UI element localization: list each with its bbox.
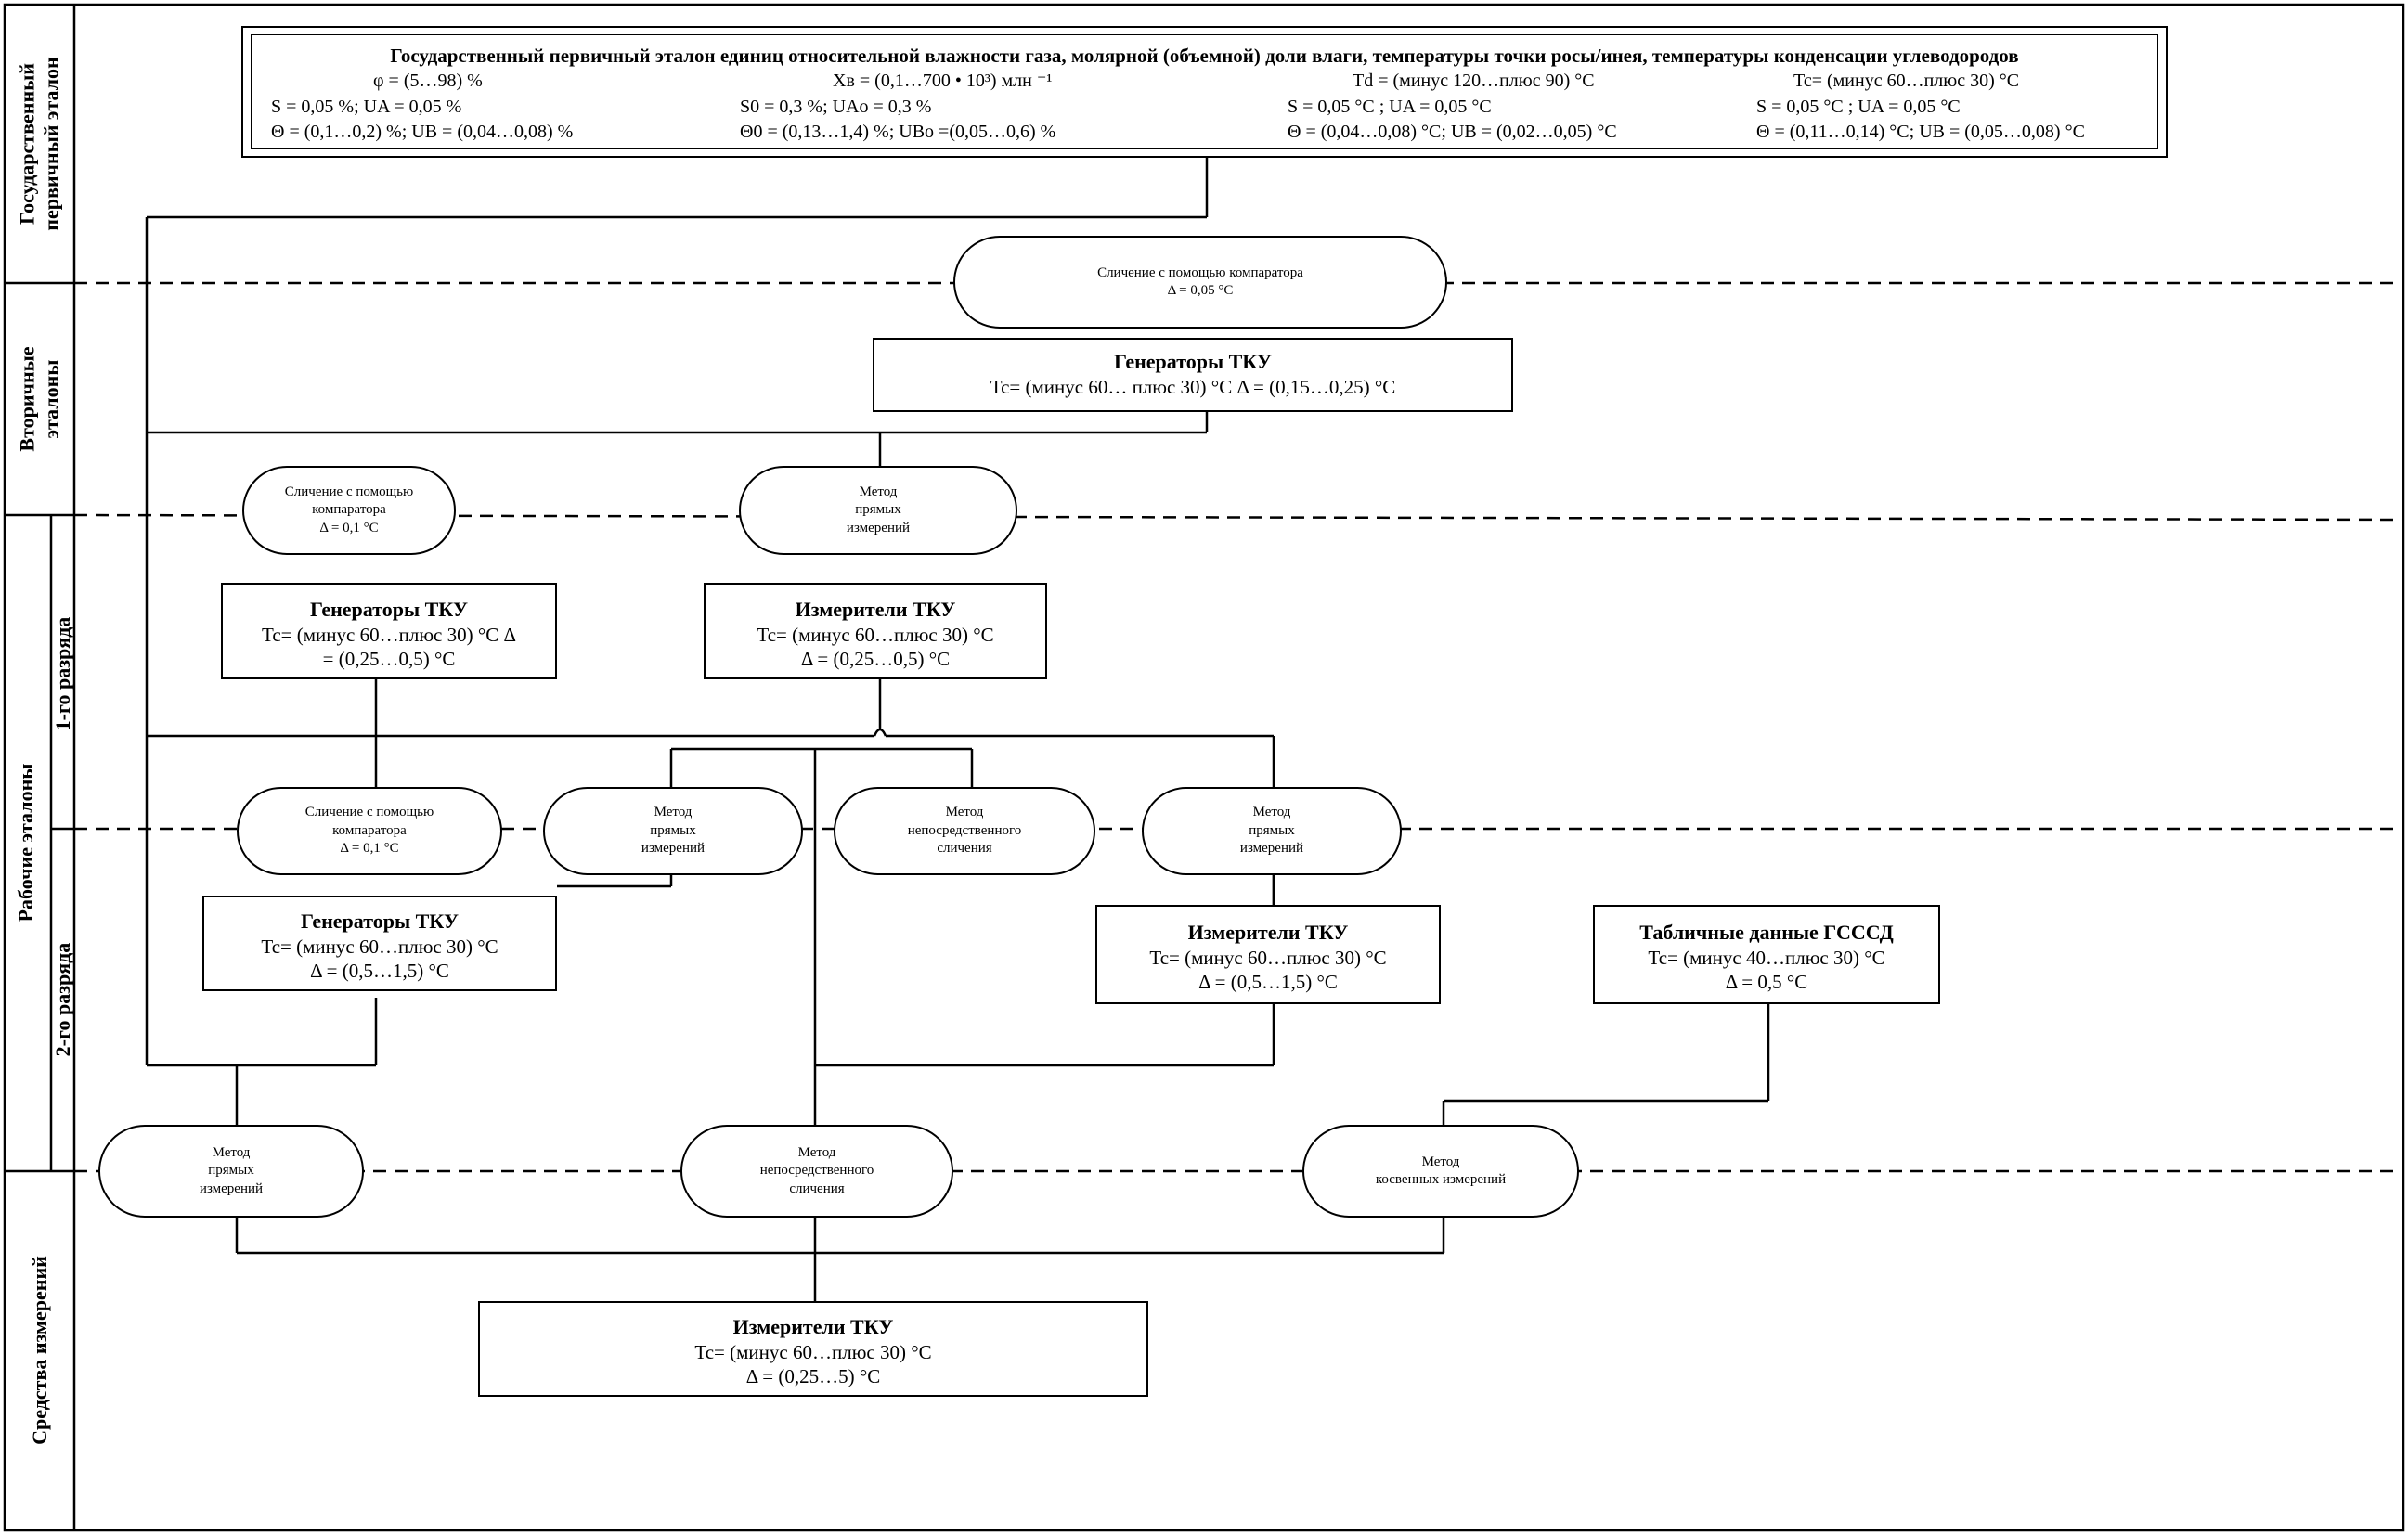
gsssd-line1: Tc= (минус 40…плюс 30) °С — [1648, 946, 1885, 969]
primary-standard-title: Государственный первичный эталон единиц … — [390, 45, 2019, 67]
meters-second-line1: Tc= (минус 60…плюс 30) °С — [1149, 946, 1387, 969]
oval4-line1: Сличение с помощью — [304, 805, 434, 820]
oval3-line1: Метод — [859, 484, 898, 499]
oval2-line2: компаратора — [312, 502, 386, 518]
oval3-line3: измерений — [846, 520, 911, 535]
meters-first-line1: Tc= (минус 60…плюс 30) °С — [757, 623, 994, 646]
oval8-line1: Метод — [212, 1144, 251, 1160]
primary-col2-line2: S0 = 0,3 %; UAo = 0,3 % — [740, 96, 932, 117]
meters-second-box: Измерители ТКУ Tc= (минус 60…плюс 30) °С… — [1095, 905, 1441, 1004]
generators-first-line2: = (0,25…0,5) °С — [322, 647, 456, 670]
label-state-primary-line1: Государственный — [15, 63, 39, 225]
primary-col3-line2: S = 0,05 °С ; UA = 0,05 °С — [1288, 96, 1492, 117]
oval7-line2: прямых — [1249, 822, 1295, 838]
method-direct-second-b: Метод прямых измерений — [1142, 787, 1402, 875]
meters-second-line2: Δ = (0,5…1,5) °С — [1198, 970, 1338, 993]
label-state-primary: Государственный первичный эталон — [16, 57, 65, 230]
gsssd-title: Табличные данные ГСССД — [1639, 921, 1894, 944]
meters-first-title: Измерители ТКУ — [795, 598, 956, 621]
label-instruments: Средства измерений — [27, 1256, 51, 1445]
meters-instruments-line2: Δ = (0,25…5) °С — [745, 1364, 881, 1387]
gsssd-line2: Δ = 0,5 °С — [1725, 970, 1808, 993]
method-direct-first: Метод прямых измерений — [739, 466, 1017, 555]
oval10-line2: косвенных измерений — [1375, 1172, 1507, 1187]
primary-col-molar: Xв = (0,1…700 • 10³) млн ⁻¹ S0 = 0,3 %; … — [740, 69, 1055, 146]
primary-col4-line2: S = 0,05 °С ; UA = 0,05 °С — [1756, 96, 1961, 117]
primary-standard-inner — [251, 34, 2158, 149]
meters-instruments-box: Измерители ТКУ Tc= (минус 60…плюс 30) °С… — [478, 1301, 1148, 1397]
oval5-line3: измерений — [641, 841, 706, 857]
oval9-line2: непосредственного — [759, 1163, 874, 1179]
primary-col1-line2: S = 0,05 %; UA = 0,05 % — [271, 96, 462, 117]
primary-col3-line1: Td = (минус 120…плюс 90) °С — [1353, 71, 1595, 91]
oval10-line1: Метод — [1421, 1154, 1460, 1169]
oval1-line2: Δ = 0,05 °С — [1167, 283, 1234, 298]
meters-first-box: Измерители ТКУ Tc= (минус 60…плюс 30) °С… — [704, 583, 1047, 679]
method-direct-comparison-instruments: Метод непосредственного сличения — [680, 1125, 953, 1218]
gsssd-tables-box: Табличные данные ГСССД Tc= (минус 40…плю… — [1593, 905, 1940, 1004]
oval7-line1: Метод — [1252, 805, 1291, 820]
method-direct-second-a: Метод прямых измерений — [543, 787, 803, 875]
level-dash-2 — [73, 513, 2404, 522]
generators-secondary-box: Генераторы ТКУ Tc= (минус 60… плюс 30) °… — [873, 338, 1513, 412]
oval9-line1: Метод — [797, 1144, 836, 1160]
label-second-rank: 2-го разряда — [50, 942, 74, 1057]
method-direct-comparison-second: Метод непосредственного сличения — [834, 787, 1095, 875]
label-state-primary-line2: первичный эталон — [40, 57, 63, 231]
conn-bus-hop — [873, 728, 887, 737]
generators-second-box: Генераторы ТКУ Tc= (минус 60…плюс 30) °С… — [202, 896, 557, 991]
meters-instruments-title: Измерители ТКУ — [732, 1315, 894, 1338]
generators-second-line1: Tc= (минус 60…плюс 30) °С — [261, 935, 498, 958]
oval3-line2: прямых — [855, 502, 901, 518]
generators-second-title: Генераторы ТКУ — [301, 909, 459, 933]
generators-second-line2: Δ = (0,5…1,5) °С — [310, 959, 449, 982]
primary-col4-line3: Θ = (0,11…0,14) °С; UB = (0,05…0,08) °С — [1756, 122, 2085, 143]
outer-frame — [3, 3, 2405, 1532]
generators-first-box: Генераторы ТКУ Tc= (минус 60…плюс 30) °С… — [221, 583, 557, 679]
primary-col1-line1: φ = (5…98) % — [373, 71, 483, 91]
oval6-line1: Метод — [945, 805, 984, 820]
oval8-line2: прямых — [208, 1163, 254, 1179]
meters-instruments-line1: Tc= (минус 60…плюс 30) °С — [694, 1340, 932, 1363]
label-working: Рабочие эталоны — [13, 763, 37, 922]
oval4-line2: компаратора — [332, 822, 407, 838]
meters-first-line2: Δ = (0,25…0,5) °С — [800, 647, 951, 670]
meters-second-title: Измерители ТКУ — [1187, 921, 1349, 944]
oval4-line3: Δ = 0,1 °С — [340, 841, 399, 857]
oval2-line3: Δ = 0,1 °С — [319, 520, 379, 535]
generators-first-line1: Tc= (минус 60…плюс 30) °С Δ — [262, 623, 516, 646]
oval9-line3: сличения — [789, 1180, 845, 1196]
oval5-line2: прямых — [650, 822, 696, 838]
label-secondary-line2: эталоны — [40, 359, 63, 439]
oval7-line3: измерений — [1239, 841, 1304, 857]
primary-standard-box: Государственный первичный эталон единиц … — [241, 26, 2168, 158]
method-direct-instruments: Метод прямых измерений — [98, 1125, 364, 1218]
primary-col2-line3: Θ0 = (0,13…1,4) %; UBo =(0,05…0,6) % — [740, 122, 1056, 143]
primary-col3-line3: Θ = (0,04…0,08) °С; UB = (0,02…0,05) °С — [1288, 122, 1617, 143]
method-comparator-second: Сличение с помощью компаратора Δ = 0,1 °… — [237, 787, 502, 875]
method-indirect-instruments: Метод косвенных измерений — [1302, 1125, 1579, 1218]
oval5-line1: Метод — [654, 805, 693, 820]
primary-col-condensation: Tc= (минус 60…плюс 30) °С S = 0,05 °С ; … — [1756, 69, 2085, 146]
oval6-line3: сличения — [937, 841, 992, 857]
generators-secondary-title: Генераторы ТКУ — [1114, 350, 1272, 373]
label-secondary-line1: Вторичные — [15, 346, 39, 452]
label-first-rank: 1-го разряда — [50, 616, 74, 731]
primary-col-dewpoint: Td = (минус 120…плюс 90) °С S = 0,05 °С … — [1288, 69, 1617, 146]
oval1-line1: Сличение с помощью компаратора — [1097, 264, 1303, 280]
oval6-line2: непосредственного — [907, 822, 1022, 838]
primary-col-humidity: φ = (5…98) % S = 0,05 %; UA = 0,05 % Θ =… — [271, 69, 573, 146]
oval2-line1: Сличение с помощью — [284, 484, 414, 499]
label-secondary: Вторичные эталоны — [16, 346, 65, 451]
generators-secondary-line1: Tc= (минус 60… плюс 30) °С Δ = (0,15…0,2… — [990, 375, 1396, 398]
method-comparator-first: Сличение с помощью компаратора Δ = 0,1 °… — [242, 466, 456, 555]
oval8-line3: измерений — [199, 1180, 264, 1196]
method-comparator-secondary: Сличение с помощью компаратора Δ = 0,05 … — [953, 236, 1447, 329]
primary-col4-line1: Tc= (минус 60…плюс 30) °С — [1793, 71, 2020, 91]
generators-first-title: Генераторы ТКУ — [310, 598, 468, 621]
primary-col2-line1: Xв = (0,1…700 • 10³) млн ⁻¹ — [833, 71, 1053, 91]
primary-col1-line3: Θ = (0,1…0,2) %; UB = (0,04…0,08) % — [271, 122, 574, 143]
